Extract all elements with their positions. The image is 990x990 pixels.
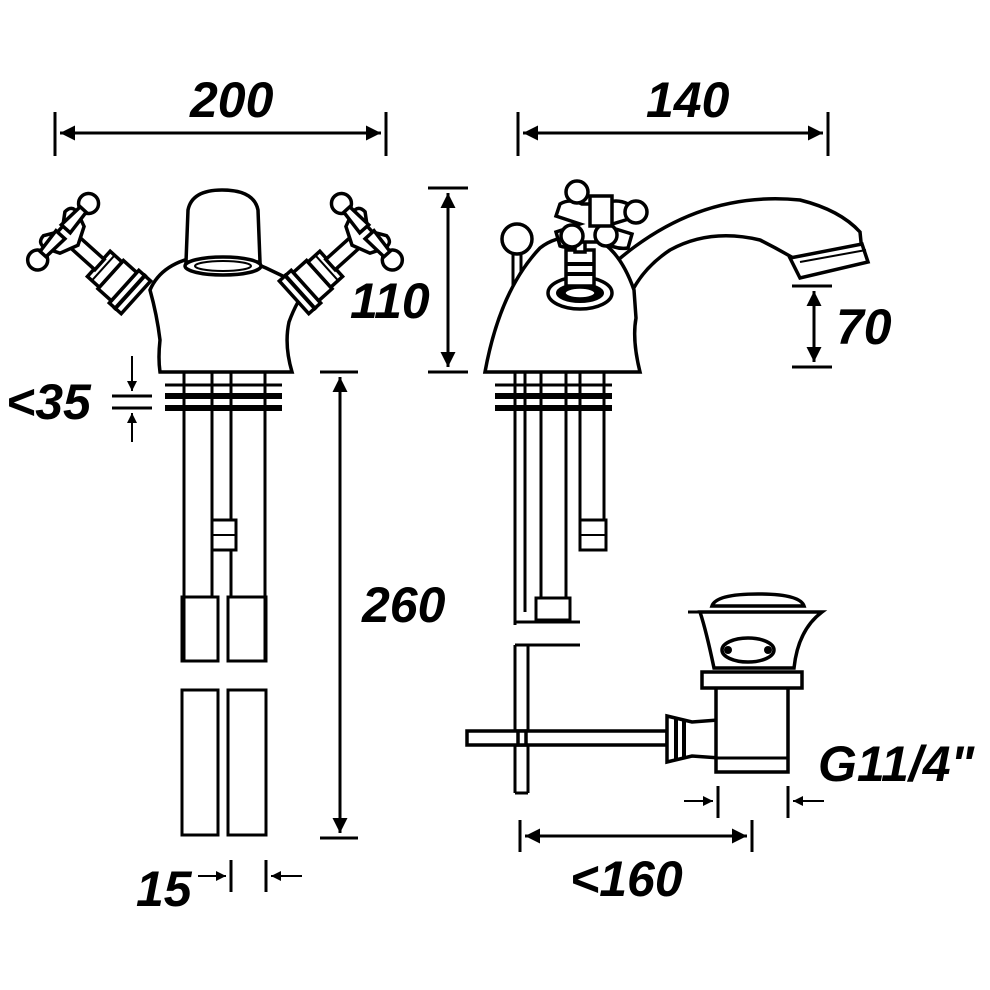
dim-label-tail-length: 260 xyxy=(361,577,446,633)
dim-label-height: 110 xyxy=(350,273,430,329)
front-dome-cap xyxy=(184,188,262,264)
dim-label-tail-spacing: 15 xyxy=(136,861,193,917)
front-tail-pipes xyxy=(180,372,268,837)
dim-label-pop-up-reach: <160 xyxy=(570,851,683,907)
side-mounting-plates xyxy=(495,383,612,411)
dim-label-front-width: 200 xyxy=(189,72,274,128)
dim-label-waste-thread: G11/4" xyxy=(818,736,975,792)
side-tail-pipes xyxy=(513,372,608,625)
front-mounting-plates xyxy=(165,383,282,411)
dim-label-spout-clearance: 70 xyxy=(836,299,892,355)
side-view xyxy=(465,179,871,795)
dim-label-side-width: 140 xyxy=(646,72,730,128)
front-right-handle xyxy=(276,191,405,317)
side-handle xyxy=(553,179,649,251)
dim-label-deck-thickness: <35 xyxy=(6,374,92,430)
front-view xyxy=(25,188,405,837)
pop-up-linkage xyxy=(465,643,669,795)
front-left-handle xyxy=(25,191,154,317)
pop-up-waste xyxy=(665,592,828,774)
dimension-lines xyxy=(53,112,832,892)
